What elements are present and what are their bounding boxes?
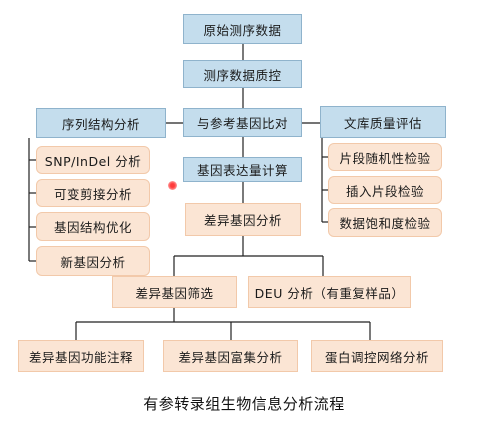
node-align-label: 与参考基因比对 xyxy=(196,116,288,131)
node-new-gene: 新基因分析 xyxy=(36,246,150,276)
node-ppi-label: 蛋白调控网络分析 xyxy=(324,349,429,365)
node-new-gene-label: 新基因分析 xyxy=(60,254,126,270)
node-seq-struct: 序列结构分析 xyxy=(36,108,166,138)
node-ppi: 蛋白调控网络分析 xyxy=(311,340,443,372)
node-enrich: 差异基因富集分析 xyxy=(163,340,298,372)
node-lib-quality: 文库质量评估 xyxy=(320,106,446,138)
node-raw-data: 原始测序数据 xyxy=(183,14,302,44)
node-diff: 差异基因分析 xyxy=(185,203,301,236)
node-lib-quality-label: 文库质量评估 xyxy=(343,115,422,131)
node-raw-data-label: 原始测序数据 xyxy=(203,22,282,38)
node-qc-label: 测序数据质控 xyxy=(203,67,282,83)
node-deu-label: DEU 分析（有重复样品） xyxy=(254,285,405,301)
node-rand: 片段随机性检验 xyxy=(328,143,442,171)
node-insert-label: 插入片段检验 xyxy=(345,183,424,199)
node-expr-label: 基因表达量计算 xyxy=(196,163,288,178)
node-qc: 测序数据质控 xyxy=(183,60,302,88)
node-snp-label: SNP/InDel 分析 xyxy=(44,153,142,169)
node-splice: 可变剪接分析 xyxy=(36,179,150,207)
node-func: 差异基因功能注释 xyxy=(18,340,144,372)
node-saturation: 数据饱和度检验 xyxy=(328,208,442,237)
node-enrich-label: 差异基因富集分析 xyxy=(178,349,283,365)
node-saturation-label: 数据饱和度检验 xyxy=(339,216,431,231)
node-splice-label: 可变剪接分析 xyxy=(53,186,132,202)
node-screen: 差异基因筛选 xyxy=(112,276,237,308)
node-expr: 基因表达量计算 xyxy=(183,157,302,182)
node-seq-struct-label: 序列结构分析 xyxy=(61,116,140,132)
node-func-label: 差异基因功能注释 xyxy=(28,349,133,365)
node-diff-label: 差异基因分析 xyxy=(203,213,282,228)
pointer-dot-icon xyxy=(168,181,177,190)
node-insert: 插入片段检验 xyxy=(328,176,442,204)
node-snp: SNP/InDel 分析 xyxy=(36,146,150,174)
node-align: 与参考基因比对 xyxy=(183,108,302,137)
node-gene-opt-label: 基因结构优化 xyxy=(53,220,132,235)
node-gene-opt: 基因结构优化 xyxy=(36,212,150,241)
node-rand-label: 片段随机性检验 xyxy=(339,150,431,166)
diagram-caption: 有参转录组生物信息分析流程 xyxy=(143,395,345,413)
node-screen-label: 差异基因筛选 xyxy=(135,285,214,301)
node-deu: DEU 分析（有重复样品） xyxy=(248,276,411,308)
